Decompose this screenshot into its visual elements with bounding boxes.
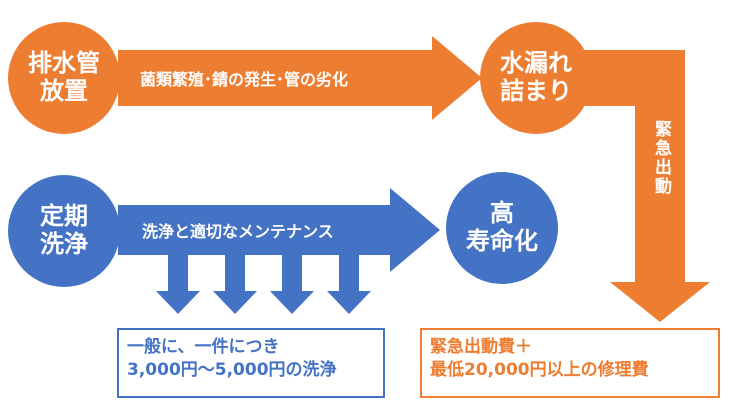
cleaning-cost-box: 一般に、一件につき 3,000円～5,000円の洗浄 bbox=[117, 328, 385, 398]
neglect-circle-line2: 放置 bbox=[40, 77, 88, 105]
maintenance-cost-arrows bbox=[156, 255, 371, 314]
cleaning-cost-line2: 3,000円～5,000円の洗浄 bbox=[127, 359, 337, 380]
leak-circle-line2: 詰まり bbox=[500, 77, 572, 105]
repair-cost-box: 緊急出動費＋ 最低20,000円以上の修理費 bbox=[420, 328, 720, 398]
top-flow-arrow bbox=[118, 36, 482, 120]
neglect-circle-line1: 排水管 bbox=[28, 49, 100, 78]
longevity-circle-line1: 高 bbox=[490, 199, 514, 228]
cleaning-circle-line1: 定期 bbox=[40, 202, 88, 231]
down-arrow-1 bbox=[156, 255, 200, 314]
bottom-flow-arrow bbox=[118, 188, 440, 272]
cleaning-circle: 定期 洗浄 bbox=[8, 175, 120, 287]
repair-cost-line1: 緊急出動費＋ bbox=[430, 337, 532, 357]
down-arrow-3 bbox=[270, 255, 314, 314]
down-arrow-4 bbox=[327, 255, 371, 314]
neglect-circle: 排水管 放置 bbox=[8, 22, 120, 134]
bottom-arrow-label: 洗浄と適切なメンテナンス bbox=[142, 222, 334, 241]
repair-cost-line2: 最低20,000円以上の修理費 bbox=[430, 359, 649, 380]
emergency-down-arrow bbox=[575, 50, 710, 322]
longevity-circle-line2: 寿命化 bbox=[466, 227, 538, 255]
cleaning-circle-line2: 洗浄 bbox=[40, 230, 88, 258]
leak-circle: 水漏れ 詰まり bbox=[480, 22, 592, 134]
down-arrow-2 bbox=[213, 255, 257, 314]
longevity-circle: 高 寿命化 bbox=[446, 172, 558, 284]
emergency-dispatch-label: 緊急出動 bbox=[651, 120, 671, 196]
cleaning-cost-line1: 一般に、一件につき bbox=[127, 337, 280, 357]
top-arrow-label: 菌類繁殖･錆の発生･管の劣化 bbox=[140, 70, 349, 89]
leak-circle-line1: 水漏れ bbox=[500, 49, 572, 78]
